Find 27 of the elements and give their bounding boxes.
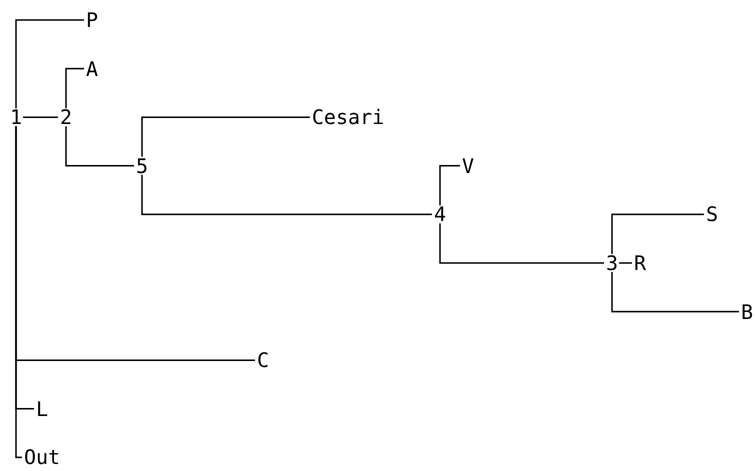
taxon-label: A [84, 58, 100, 79]
node-number: 1 [8, 107, 24, 128]
taxon-label: S [704, 204, 720, 224]
tree-branch [15, 19, 84, 108]
tree-branch [15, 126, 22, 458]
tree-branch [611, 272, 739, 312]
node-number: 3 [604, 253, 620, 273]
node-number: 4 [432, 204, 448, 224]
tree-branch [23, 116, 58, 118]
tree-branch [141, 174, 432, 216]
taxon-label: L [34, 398, 50, 419]
tree-branch [65, 68, 84, 108]
tree-branch [611, 214, 704, 254]
taxon-label: P [84, 10, 100, 30]
taxon-label: Cesari [310, 107, 386, 128]
taxon-label: B [740, 302, 754, 322]
node-number: 5 [134, 156, 150, 176]
taxon-label: V [460, 156, 476, 176]
taxon-label: R [632, 253, 648, 273]
tree-branch [619, 262, 632, 264]
tree-branch [439, 165, 460, 206]
tree-branch [141, 116, 310, 157]
node-number: 2 [58, 107, 74, 128]
taxon-label: Out [22, 447, 62, 468]
taxon-label: C [256, 350, 270, 370]
tree-branch [65, 126, 134, 167]
tree-branch [439, 223, 604, 264]
